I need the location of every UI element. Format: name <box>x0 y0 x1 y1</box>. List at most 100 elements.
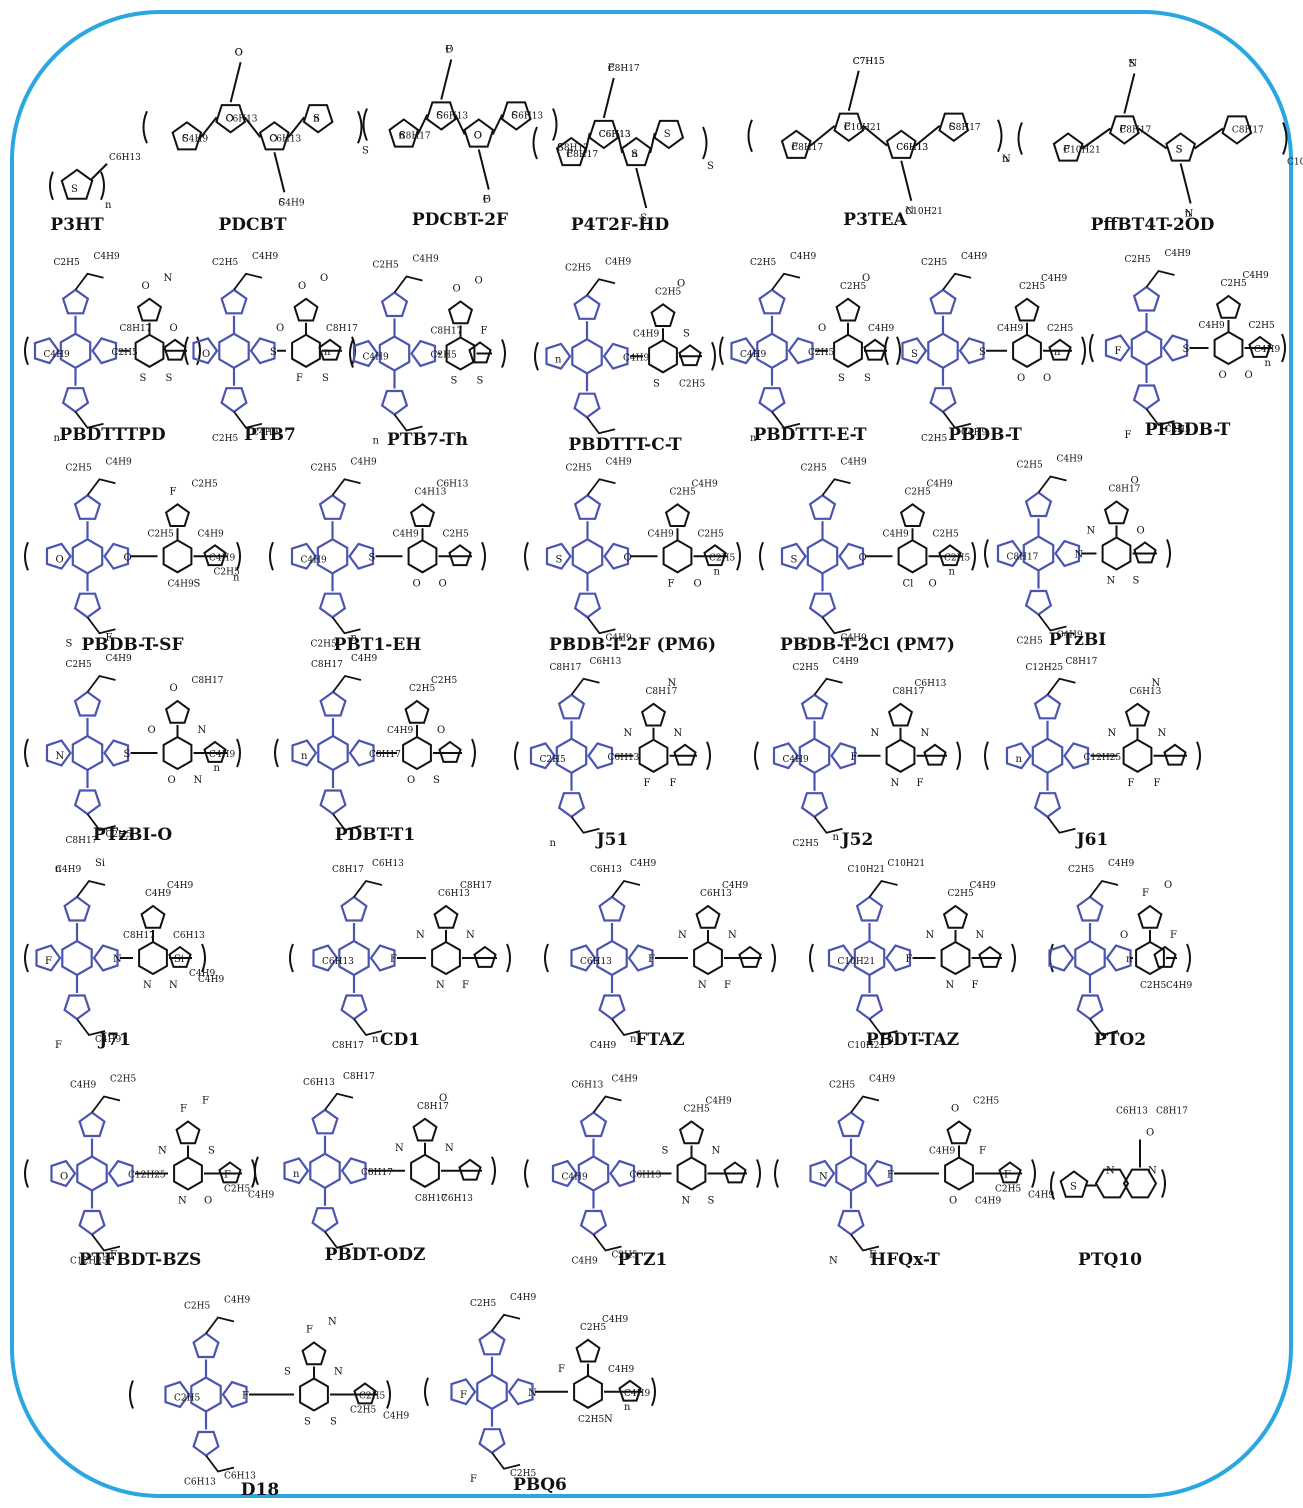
atom-label: C6H13 <box>896 143 928 153</box>
atom-label: n <box>555 354 562 365</box>
atom-label: O <box>677 278 685 289</box>
atom-label: C2H5 <box>679 379 705 389</box>
atom-label: C2H5 <box>373 261 399 271</box>
atom-label: C2H5 <box>793 839 819 849</box>
atom-label: N <box>976 930 985 941</box>
atom-label: S <box>304 1417 311 1428</box>
atom-label: S <box>1128 59 1135 70</box>
atom-label: N <box>905 206 914 217</box>
atom-label: S <box>194 578 201 589</box>
atom-label: C8H17 <box>332 865 364 875</box>
atom-label: C2H5 <box>580 1323 606 1333</box>
atom-label: F <box>1004 1170 1011 1181</box>
atom-label: O <box>269 133 277 144</box>
atom-label: N <box>169 980 178 991</box>
atom-label: N <box>674 728 683 739</box>
atom-label: F <box>462 980 469 991</box>
polymer-name: CD1 <box>379 1030 421 1050</box>
atom-label: S <box>1133 576 1140 587</box>
atom-label: C6H13 <box>303 1078 335 1088</box>
atom-label: C4H9 <box>351 457 377 467</box>
atom-label: C2H5 <box>174 1394 200 1404</box>
atom-label: n <box>372 1034 379 1045</box>
atom-label: O <box>235 47 243 58</box>
atom-label: N <box>728 930 737 941</box>
atom-label: C2H5 <box>212 434 238 444</box>
atom-label: C4H9 <box>692 479 718 489</box>
polymer-name: PTZ1 <box>617 1250 668 1270</box>
atom-label: n <box>1126 954 1133 965</box>
atom-label: N <box>624 728 633 739</box>
atom-label: O <box>1131 476 1139 487</box>
atom-label: S <box>313 113 320 124</box>
atom-label: C2H5 <box>921 434 947 444</box>
atom-label: S <box>66 638 73 649</box>
atom-label: C2H5 <box>54 258 80 268</box>
polymer-name: PTFBDT-BZS <box>78 1250 202 1270</box>
atom-label: S <box>979 347 986 358</box>
polymer-name: FTAZ <box>635 1030 685 1050</box>
atom-label: C6H13 <box>269 134 301 144</box>
atom-label: C6H13 <box>441 1194 473 1204</box>
atom-label: C4H9 <box>145 889 171 899</box>
atom-label: S <box>683 328 690 339</box>
atom-label: S <box>436 111 443 122</box>
atom-label: C8H17 <box>343 1072 375 1082</box>
atom-label: C8H17 <box>415 1194 447 1204</box>
atom-label: O <box>862 273 870 284</box>
atom-label: C8H17 <box>66 836 98 846</box>
atom-label: C4H9 <box>1041 274 1067 284</box>
atom-label: C6H13 <box>599 130 631 140</box>
atom-label: C2H5 <box>1019 282 1045 292</box>
atom-label: F <box>470 1474 477 1485</box>
atom-label: N <box>334 1367 343 1378</box>
atom-label: n <box>714 566 721 577</box>
atom-label: C2H5 <box>793 663 819 673</box>
atom-label: S <box>330 1417 337 1428</box>
atom-label: C4H9 <box>106 654 132 664</box>
atom-label: C8H17 <box>399 132 431 142</box>
atom-label: C2H5 <box>565 263 591 273</box>
atom-label: C4H9 <box>606 633 632 643</box>
atom-label: C8H17 <box>120 324 152 334</box>
atom-label: n <box>55 864 62 875</box>
atom-label: C2H5 <box>973 1097 999 1107</box>
atom-label: S <box>640 213 647 224</box>
atom-label: n <box>324 347 331 358</box>
atom-label: F <box>55 1040 62 1051</box>
atom-label: O <box>320 273 328 284</box>
atom-label: C2H5 <box>948 889 974 899</box>
polymer-name: PTQ10 <box>1078 1250 1142 1270</box>
atom-label: S <box>270 347 277 358</box>
atom-label: C2H5 <box>684 1105 710 1115</box>
atom-label: C2H5 <box>995 1185 1021 1195</box>
polymer-name: PBDB-T-2Cl (PM7) <box>780 635 955 655</box>
atom-label: O <box>170 323 178 334</box>
atom-label: C8H17 <box>1109 485 1141 495</box>
atom-label: S <box>557 143 564 154</box>
atom-label: N <box>466 930 475 941</box>
atom-label: C2H5 <box>1017 461 1043 471</box>
atom-label: O <box>60 1172 68 1183</box>
atom-label: N <box>891 778 900 789</box>
atom-label: C8H17 <box>1156 1107 1188 1117</box>
atom-label: C4H9 <box>1057 455 1083 465</box>
